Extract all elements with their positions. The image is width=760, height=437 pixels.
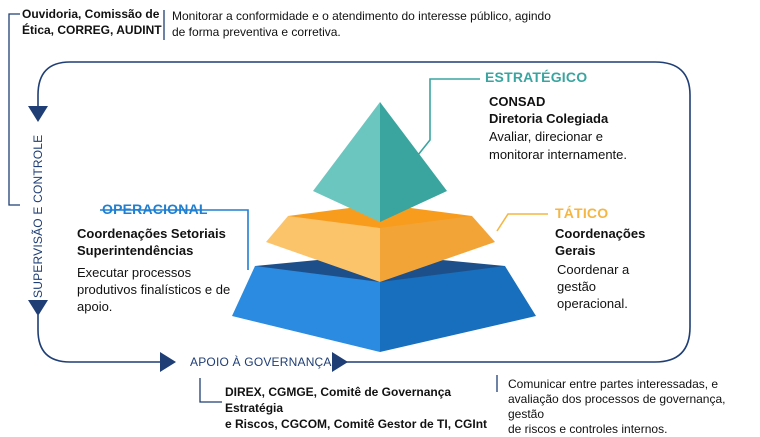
arrow-right-icon <box>160 352 176 372</box>
strategic-actors: CONSAD Diretoria Colegiada <box>489 94 609 126</box>
arrow-down-icon <box>28 300 48 316</box>
pyramid-strategic-right <box>380 102 447 222</box>
cycle-loop-line-lower <box>37 315 160 363</box>
operational-title: OPERACIONAL <box>102 201 208 217</box>
supervision-actors: Ouvidoria, Comissão de Ética, CORREG, AU… <box>22 7 162 37</box>
operational-description: Executar processos produtivos finalístic… <box>77 265 231 314</box>
pyramid-operational-right <box>380 266 536 352</box>
pyramid-strategic-left <box>313 102 380 222</box>
strategic-description: Avaliar, direcionar e monitorar internam… <box>489 129 628 162</box>
support-actors: DIREX, CGMGE, Comitê de Governança Estra… <box>225 385 488 431</box>
tactical-connector <box>496 213 548 232</box>
supervision-label: SUPERVISÃO E CONTROLE <box>31 134 45 298</box>
tactical-actors: Coordenações Gerais <box>555 226 646 258</box>
arrow-right-icon <box>332 352 348 372</box>
tactical-title: TÁTICO <box>555 205 609 221</box>
arrow-down-icon <box>28 106 48 122</box>
operational-actors: Coordenações Setoriais Superintendências <box>77 226 226 258</box>
pyramid-tactical-left <box>266 216 380 282</box>
strategic-title: ESTRATÉGICO <box>485 69 588 85</box>
strategic-connector <box>413 78 480 161</box>
pyramid-operational-left <box>232 266 380 352</box>
support-description: Comunicar entre partes interessadas, e a… <box>508 377 726 436</box>
supervision-description: Monitorar a conformidade e o atendimento… <box>172 9 551 39</box>
support-bracket <box>199 378 222 403</box>
supervision-bracket <box>8 13 20 206</box>
pyramid-tactical-right <box>380 216 495 282</box>
support-label: APOIO À GOVERNANÇA <box>190 355 332 369</box>
operational-connector <box>100 209 249 270</box>
cycle-loop-line <box>37 61 691 363</box>
tactical-description: Coordenar a gestão operacional. <box>557 262 630 311</box>
